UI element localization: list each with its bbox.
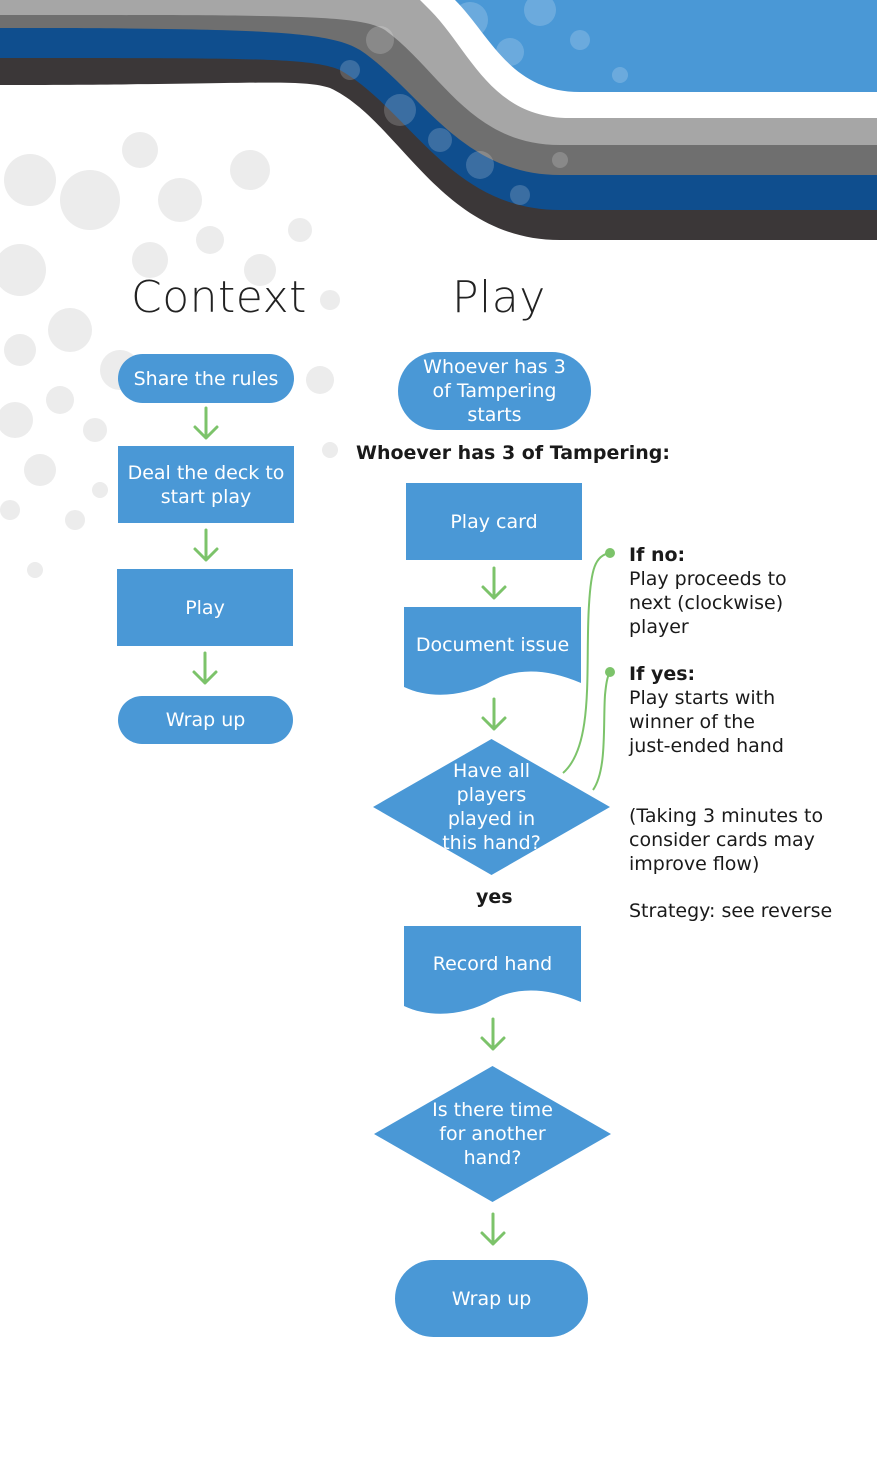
strategy-note: Strategy: see reverse: [629, 900, 833, 922]
if-yes-text: Play starts with winner of the just-ende…: [629, 687, 784, 757]
arrow-down-icon: [481, 697, 507, 731]
players-decision-node: Have all players played in this hand?: [373, 739, 610, 875]
play-node: Play: [117, 569, 293, 646]
share-rules-label: Share the rules: [133, 367, 279, 390]
document-shape: [404, 926, 581, 1014]
if-no-title: If no:: [629, 544, 686, 566]
if-no-text: Play proceeds to next (clockwise) player: [629, 568, 787, 638]
diamond-shape: [374, 1066, 611, 1202]
play-label: Play: [185, 596, 225, 619]
yes-label: yes: [476, 886, 513, 908]
arrow-down-icon: [193, 406, 219, 440]
time-decision-node: Is there time for another hand?: [374, 1066, 611, 1202]
record-hand-label: Record hand: [432, 953, 553, 975]
timing-note: (Taking 3 minutes to consider cards may …: [629, 805, 824, 875]
arrow-down-icon: [192, 651, 218, 685]
band-bubbles: [340, 0, 628, 205]
start-label: Whoever has 3 of Tampering starts: [423, 356, 566, 426]
record-hand-node: Record hand: [404, 926, 581, 1016]
decision-connectors: [562, 548, 615, 791]
section-label: Whoever has 3 of Tampering:: [356, 442, 670, 464]
diamond-shape: [373, 739, 610, 875]
play-header: Play: [452, 272, 546, 323]
play-card-node: Play card: [406, 483, 582, 560]
document-shape: [404, 607, 581, 695]
share-rules-node: Share the rules: [118, 354, 294, 403]
arrow-down-icon: [480, 1212, 506, 1246]
document-issue-node: Document issue: [404, 607, 581, 697]
arrow-down-icon: [193, 528, 219, 562]
play-card-label: Play card: [450, 510, 538, 533]
document-issue-label: Document issue: [415, 634, 570, 656]
context-wrap-up-label: Wrap up: [165, 709, 246, 731]
arrow-down-icon: [481, 566, 507, 600]
deal-deck-label: Deal the deck to start play: [127, 461, 285, 508]
if-no-note: If no: Play proceeds to next (clockwise)…: [629, 543, 829, 639]
time-decision-label: Is there time for another hand?: [432, 1099, 553, 1169]
context-wrap-up-node: Wrap up: [118, 696, 293, 744]
play-wrap-up-node: Wrap up: [395, 1260, 588, 1337]
arrow-down-icon: [480, 1017, 506, 1051]
context-header: Context: [131, 272, 307, 323]
start-node: Whoever has 3 of Tampering starts: [398, 352, 591, 430]
play-wrap-up-label: Wrap up: [451, 1287, 532, 1310]
if-yes-title: If yes:: [629, 663, 696, 685]
if-yes-note: If yes: Play starts with winner of the j…: [629, 662, 789, 758]
players-decision-label: Have all players played in this hand?: [442, 760, 541, 854]
deal-deck-node: Deal the deck to start play: [118, 446, 294, 523]
